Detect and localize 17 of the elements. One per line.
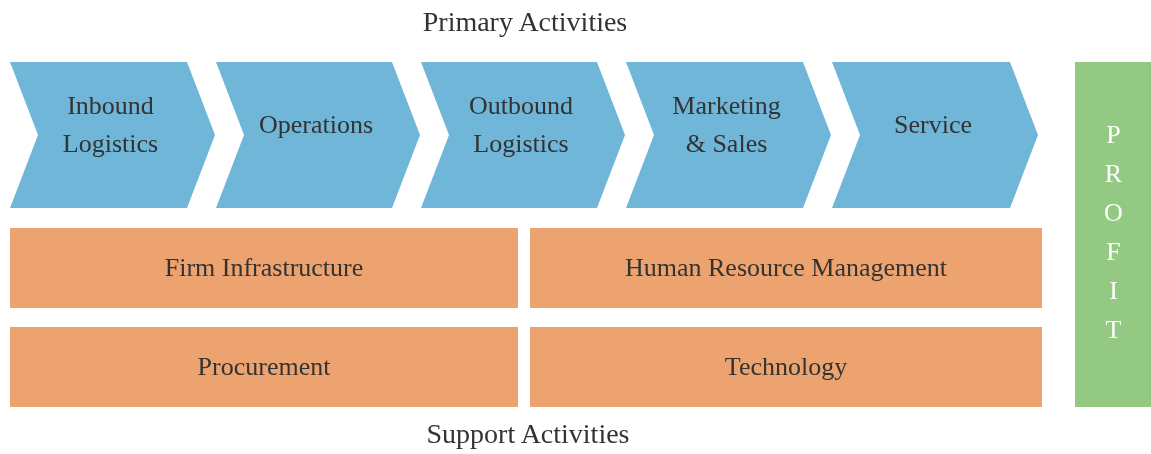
- activity-label: Procurement: [196, 351, 332, 383]
- activity-label: Inbound Logistics: [61, 90, 160, 160]
- activity-label: Outbound Logistics: [468, 90, 574, 160]
- activity-label: Human Resource Management: [624, 252, 948, 284]
- activity-label: Service: [893, 109, 973, 141]
- vertical-label: PROFIT: [1098, 119, 1129, 356]
- profit-bar: [1075, 62, 1151, 407]
- activity-label: Firm Infrastructure: [163, 252, 365, 284]
- section-heading: Support Activities: [426, 418, 630, 450]
- support-box: [530, 228, 1042, 308]
- support-box: [10, 327, 518, 407]
- section-heading: Primary Activities: [422, 6, 628, 38]
- activity-label: Technology: [723, 351, 849, 383]
- activity-label: Operations: [257, 109, 375, 141]
- support-box: [530, 327, 1042, 407]
- activity-label: Marketing & Sales: [671, 90, 782, 160]
- support-box: [10, 228, 518, 308]
